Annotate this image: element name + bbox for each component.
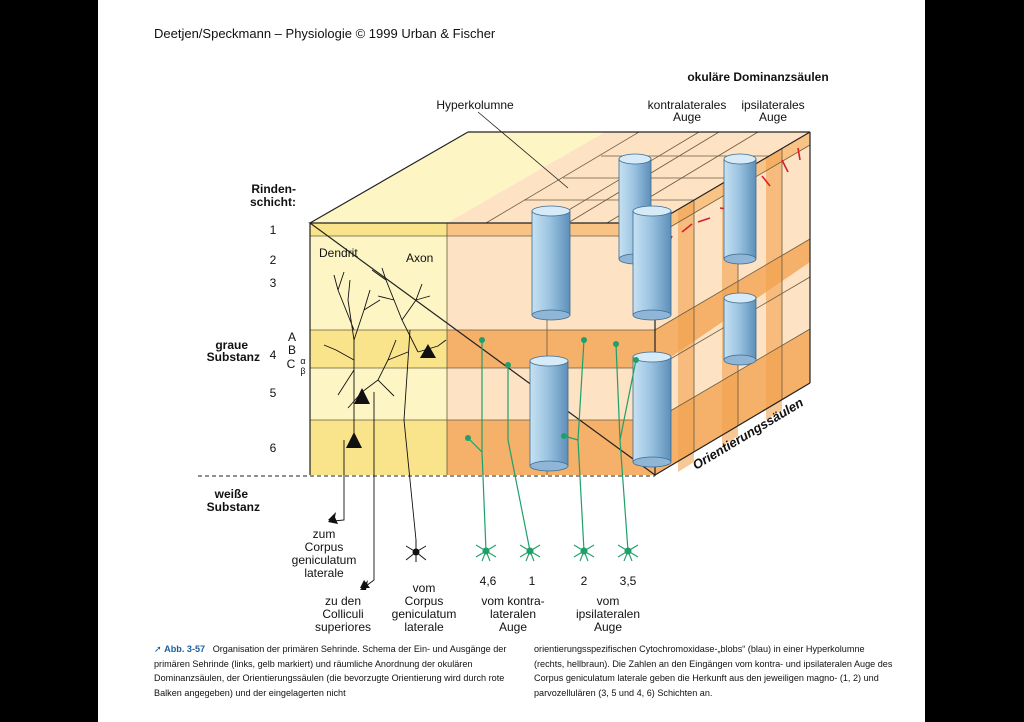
label-vom-4: laterale — [404, 620, 444, 634]
label-kontralateral: kontralaterales — [648, 98, 727, 112]
label-sub-beta: β — [300, 366, 305, 376]
label-sub-b: B — [288, 343, 296, 357]
label-zum-4: laterale — [304, 566, 344, 580]
label-kontra-2: lateralen — [490, 607, 536, 621]
label-weisse-substanz: Substanz — [207, 500, 260, 514]
label-kontra-1: vom kontra- — [481, 594, 544, 608]
label-graue: graue — [215, 338, 248, 352]
label-rinden: Rinden- — [251, 182, 296, 196]
blob-7 — [632, 351, 672, 468]
label-hyperkolumne: Hyperkolumne — [436, 98, 514, 112]
label-zuden-1: zu den — [325, 594, 361, 608]
label-ipsilateral: ipsilaterales — [741, 98, 804, 112]
label-ipsilateral-auge: Auge — [759, 110, 787, 124]
blob-2 — [723, 153, 757, 265]
label-schicht: schicht: — [250, 195, 296, 209]
label-kontralateral-auge: Auge — [673, 110, 701, 124]
hyperkolumne-pointer — [477, 111, 569, 189]
label-layer-1: 1 — [270, 223, 277, 237]
green-terminals — [465, 337, 639, 441]
label-okulaere: okuläre Dominanzsäulen — [687, 70, 828, 84]
header-text: Deetjen/Speckmann – Physiologie © 1999 U… — [154, 26, 496, 41]
page: Deetjen/Speckmann – Physiologie © 1999 U… — [98, 0, 925, 722]
arrow-icon: ➚ — [154, 644, 162, 654]
label-sub-a: A — [288, 330, 296, 344]
label-sub-alpha: α — [300, 356, 305, 366]
blob-6 — [529, 355, 569, 472]
caption-left: ➚ Abb. 3-57 Organisation der primären Se… — [154, 642, 509, 700]
label-layer-4: 4 — [270, 348, 277, 362]
label-num-35: 3,5 — [620, 574, 637, 588]
caption-left-text: Organisation der primären Sehrinde. Sche… — [154, 644, 507, 698]
blob-5 — [723, 292, 757, 366]
label-sub-c: C — [287, 357, 296, 371]
label-layer-3: 3 — [270, 276, 277, 290]
green-lgn-neurons — [475, 544, 639, 562]
fibre-arrowheads — [328, 512, 368, 590]
label-num-1: 1 — [529, 574, 536, 588]
label-zuden-2: Colliculi — [322, 607, 363, 621]
label-weisse: weiße — [214, 487, 249, 501]
label-vom-2: Corpus — [405, 594, 444, 608]
green-fibres — [467, 339, 637, 552]
caption-ref: Abb. 3-57 — [164, 644, 206, 654]
label-axon: Axon — [406, 251, 433, 265]
label-dendrit: Dendrit — [319, 246, 358, 260]
label-graue-substanz: Substanz — [207, 350, 260, 364]
label-vom-3: geniculatum — [392, 607, 457, 621]
label-ipsi-1: vom — [597, 594, 620, 608]
neurons — [323, 267, 447, 587]
label-kontra-3: Auge — [499, 620, 527, 634]
lgn-neuron — [405, 540, 427, 562]
label-layer-2: 2 — [270, 253, 277, 267]
label-ipsi-3: Auge — [594, 620, 622, 634]
label-layer-6: 6 — [270, 441, 277, 455]
label-layer-5: 5 — [270, 386, 277, 400]
blob-4 — [632, 205, 672, 321]
label-zuden-3: superiores — [315, 620, 371, 634]
label-zum-1: zum — [313, 527, 336, 541]
label-vom-1: vom — [413, 581, 436, 595]
blob-cylinders — [529, 153, 757, 472]
label-num-2: 2 — [581, 574, 588, 588]
label-num-46: 4,6 — [480, 574, 497, 588]
visual-cortex-diagram: okuläre Dominanzsäulen kontralaterales A… — [198, 70, 829, 634]
label-ipsi-2: ipsilateralen — [576, 607, 640, 621]
label-zum-3: geniculatum — [292, 553, 357, 567]
front-face-yellow — [310, 223, 447, 475]
caption-right: orientierungsspezifischen Cytochromoxida… — [534, 644, 893, 698]
label-zum-2: Corpus — [305, 540, 344, 554]
blob-3 — [531, 205, 571, 321]
